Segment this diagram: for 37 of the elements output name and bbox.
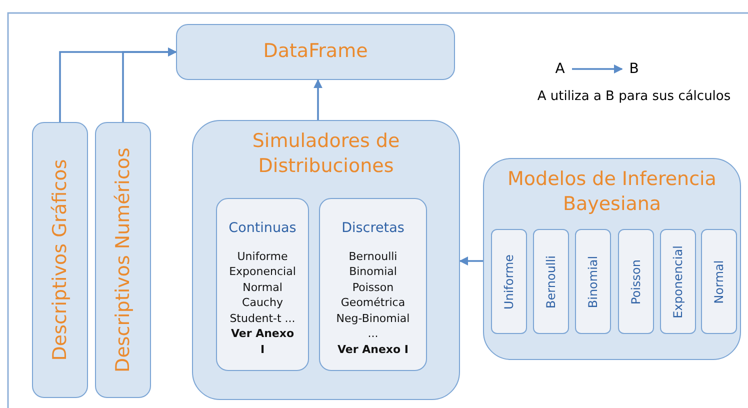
box-title: Descriptivos Numéricos	[112, 148, 134, 372]
process-box	[95, 122, 151, 398]
arrow	[459, 256, 483, 266]
model-name: Exponencial	[671, 245, 685, 318]
model-box	[575, 229, 611, 334]
model-box	[533, 229, 569, 334]
arrow	[122, 48, 177, 122]
model-box	[491, 229, 527, 334]
category-title: Discretas	[340, 219, 406, 238]
legend-letter: A	[554, 60, 566, 79]
model-name: Normal	[712, 260, 726, 304]
category-title: Continuas	[228, 219, 298, 238]
group-title: Modelos de Inferencia Bayesiana	[506, 167, 718, 217]
distribution-list: Bernoulli Binomial Poisson Geométrica Neg-Binomial ...	[320, 248, 426, 342]
category-box	[216, 198, 309, 371]
legend-note: A utiliza a B para sus cálculos	[536, 89, 732, 104]
annex-reference: Ver Anexo I	[336, 342, 410, 357]
group-box	[483, 158, 741, 360]
box-title: Descriptivos Gráficos	[49, 159, 71, 361]
distribution-list: Uniforme Exponencial Normal Cauchy Student-t ...	[217, 248, 308, 326]
box-title: DataFrame	[262, 39, 369, 62]
arrow	[572, 64, 623, 74]
model-box	[660, 229, 696, 334]
category-box	[319, 198, 427, 371]
legend-letter: B	[628, 60, 640, 79]
group-box	[192, 120, 460, 400]
model-box	[618, 229, 654, 334]
model-name: Poisson	[629, 259, 643, 304]
process-box	[176, 24, 455, 80]
model-name: Uniforme	[502, 254, 516, 310]
annex-reference: Ver Anexo I	[230, 326, 296, 357]
model-name: Binomial	[586, 255, 600, 308]
group-title: Simuladores de Distribuciones	[251, 129, 401, 179]
model-name: Bernoulli	[544, 255, 558, 308]
arrow	[314, 79, 322, 120]
process-box	[32, 122, 88, 398]
model-box	[701, 229, 737, 334]
